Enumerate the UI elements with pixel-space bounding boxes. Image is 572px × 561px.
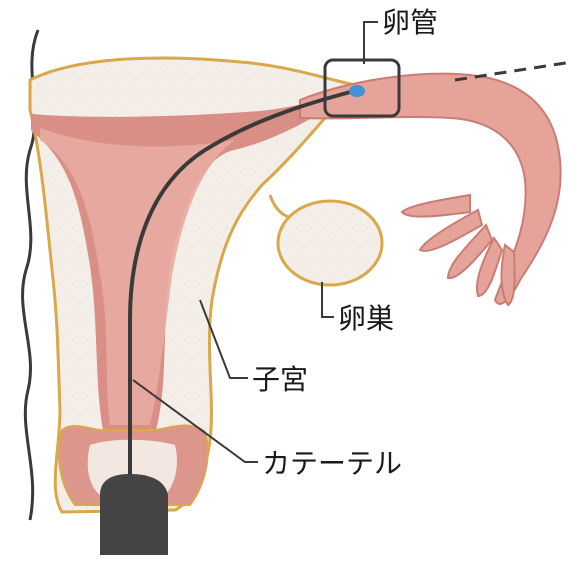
label-ovary: 卵巣 [338,302,394,335]
fimbriae [402,195,515,305]
catheter-device [100,474,168,555]
label-catheter: カテーテル [262,447,402,480]
leader-ovary [322,282,334,317]
label-uterus: 子宮 [252,363,308,396]
catheter-tip [349,85,365,97]
ovary [278,201,382,285]
leader-fallopian-tube [364,22,378,64]
label-fallopian-tube: 卵管 [382,6,438,39]
